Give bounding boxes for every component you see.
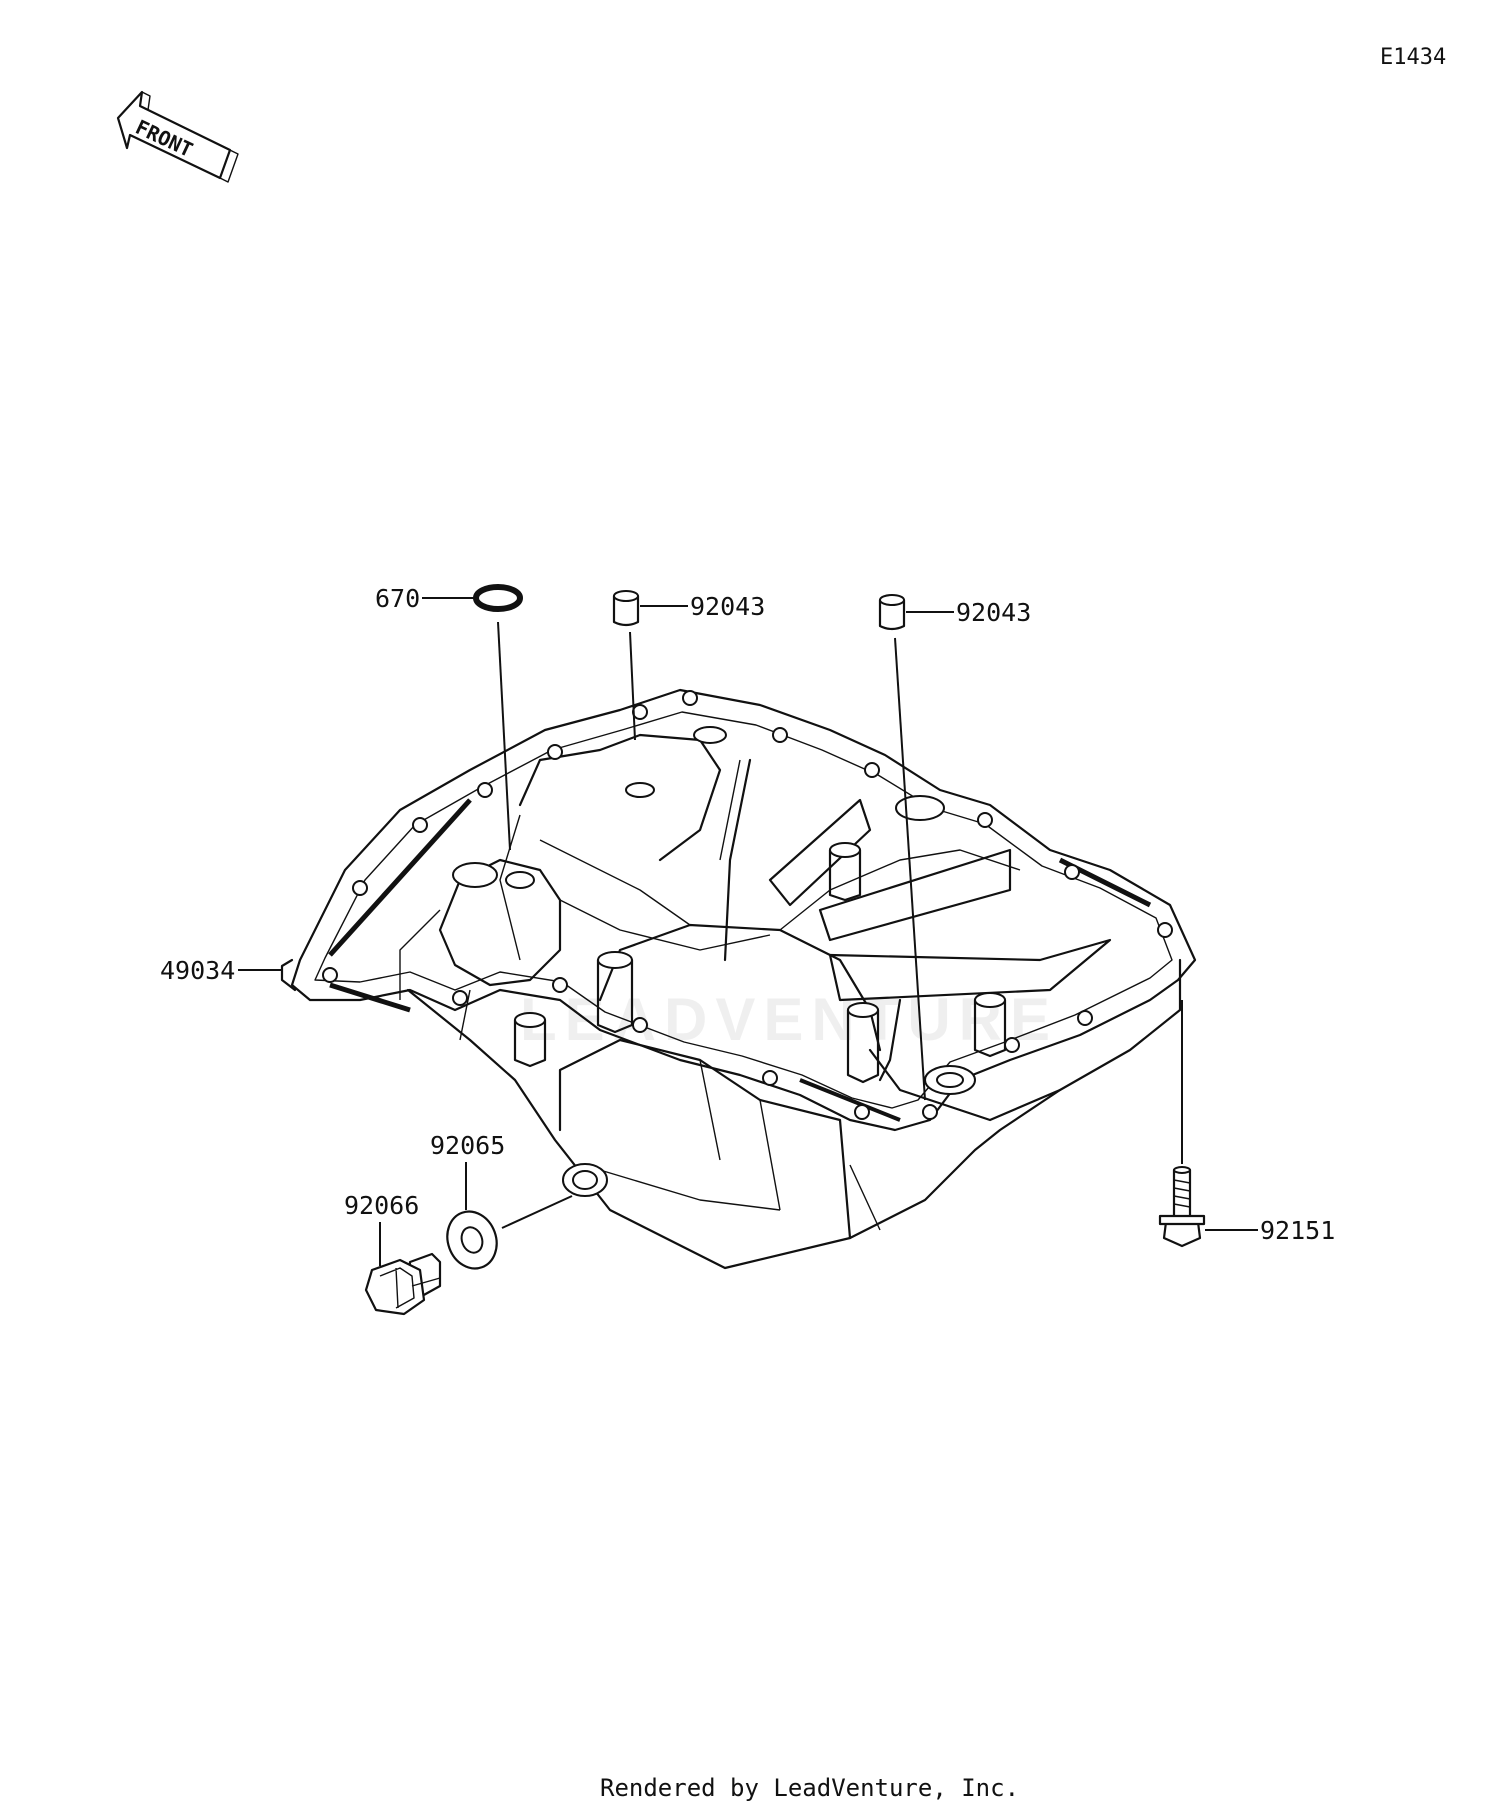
- flange-bolt-holes: [322, 690, 1173, 1120]
- flange-bolt-drawing: [1158, 1000, 1206, 1248]
- drain-plug-drawing: [364, 1252, 442, 1316]
- o-ring-drawing: [473, 584, 523, 851]
- callout-oil-pan[interactable]: 49034: [160, 956, 235, 985]
- callout-flange-bolt[interactable]: 92151: [1260, 1216, 1335, 1245]
- front-arrow-icon: FRONT: [116, 90, 239, 183]
- diagram-id: E1434: [1380, 45, 1446, 70]
- washer-drawing: [446, 1195, 573, 1270]
- oil-pan-drawing: [280, 688, 1197, 1270]
- callout-leaders: [238, 597, 1258, 1266]
- dowel-pin-right-drawing: [878, 594, 926, 1101]
- callout-drain-plug[interactable]: 92066: [344, 1191, 419, 1220]
- watermark: LEADVENTURE: [520, 986, 1058, 1053]
- dowel-pin-left-drawing: [612, 590, 640, 741]
- callout-o-ring[interactable]: 670: [375, 584, 420, 613]
- callout-dowel-pin-left[interactable]: 92043: [690, 592, 765, 621]
- footer-credit: Rendered by LeadVenture, Inc.: [600, 1774, 1019, 1802]
- front-arrow-label: FRONT: [132, 115, 197, 162]
- callout-dowel-pin-right[interactable]: 92043: [956, 598, 1031, 627]
- callout-washer[interactable]: 92065: [430, 1131, 505, 1160]
